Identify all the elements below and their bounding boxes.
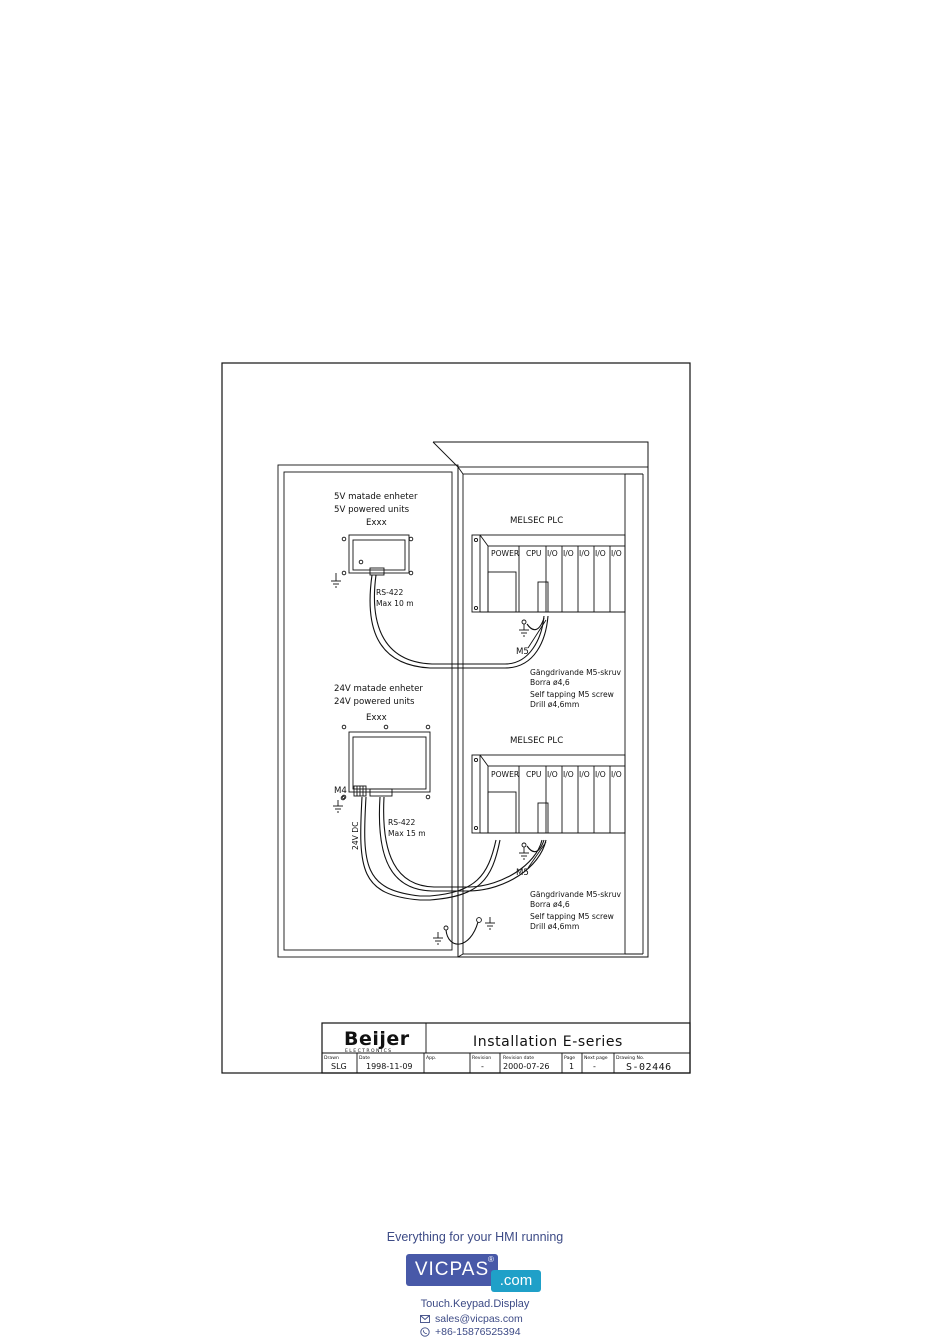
registered-mark: ®	[488, 1255, 494, 1264]
page-label: Page	[564, 1055, 575, 1061]
bottom-cable-label: RS-422	[388, 818, 415, 827]
bottom-plc-module-cpu: CPU	[526, 770, 541, 779]
bottom-heading-en: 24V powered units	[334, 697, 415, 707]
top-note-sv-1: Gängdrivande M5-skruv	[530, 668, 622, 677]
bottom-unit-label: Exxx	[366, 713, 387, 723]
top-note-sv-2: Borra ø4,6	[530, 678, 570, 687]
bottom-plc-title: MELSEC PLC	[510, 736, 563, 746]
bottom-note-en-2: Drill ø4,6mm	[530, 922, 579, 931]
footer-subtitle: Touch.Keypad.Display	[420, 1298, 530, 1310]
bottom-section: 24V matade enheter 24V powered units Exx…	[333, 684, 626, 945]
door-earth-strap-icon	[433, 917, 495, 945]
bottom-plc-module-io-2: I/O	[563, 770, 574, 779]
bottom-hmi-unit	[341, 724, 431, 800]
top-plc-module-io-4: I/O	[595, 549, 606, 558]
top-cable-length: Max 10 m	[376, 599, 414, 608]
vicpas-logo[interactable]: VICPAS ® .com	[406, 1254, 542, 1296]
cabinet-door	[277, 464, 459, 958]
drawing-no-value: S-02446	[626, 1062, 672, 1073]
bottom-power-cable	[360, 796, 501, 901]
top-plc-rack: POWER CPU I/O I/O I/O I/O I/O	[471, 534, 626, 613]
top-heading-sv: 5V matade enheter	[334, 492, 418, 502]
top-plc-module-cpu: CPU	[526, 549, 541, 558]
top-m5-ground-icon	[519, 617, 545, 637]
cabinet-body	[432, 441, 649, 958]
top-plc-module-io-3: I/O	[579, 549, 590, 558]
beijer-logo: Beijer	[344, 1028, 410, 1050]
top-rs422-cable	[369, 574, 549, 669]
phone-text: +86-15876525394	[435, 1326, 521, 1338]
top-heading-en: 5V powered units	[334, 505, 410, 515]
sheet-frame	[221, 362, 691, 1074]
top-screw-label: M5	[516, 647, 529, 657]
top-plc-module-io-2: I/O	[563, 549, 574, 558]
bottom-plc-module-io-3: I/O	[579, 770, 590, 779]
email-contact[interactable]: sales@vicpas.com	[420, 1313, 523, 1325]
drawn-label: Drawn	[324, 1055, 339, 1061]
date-label: Date	[359, 1055, 370, 1061]
bottom-plc-module-io-5: I/O	[611, 770, 622, 779]
bottom-ground-icon	[333, 795, 346, 813]
bottom-note-en-1: Self tapping M5 screw	[530, 912, 614, 921]
top-unit-label: Exxx	[366, 518, 387, 528]
top-note-en-2: Drill ø4,6mm	[530, 700, 579, 709]
revision-label: Revision	[472, 1055, 491, 1061]
bottom-plc-module-io-1: I/O	[547, 770, 558, 779]
app-label: App.	[426, 1055, 436, 1061]
bottom-note-sv-1: Gängdrivande M5-skruv	[530, 890, 622, 899]
drawing-no-label: Drawing No.	[616, 1055, 644, 1061]
bottom-supply-label: 24V DC	[351, 822, 360, 850]
revision-value: -	[481, 1062, 484, 1071]
drawing-title: Installation E-series	[473, 1034, 623, 1050]
next-page-value: -	[593, 1062, 596, 1071]
whatsapp-icon	[420, 1327, 430, 1337]
top-cable-label: RS-422	[376, 588, 403, 597]
revision-date-value: 2000-07-26	[503, 1062, 550, 1071]
phone-contact[interactable]: +86-15876525394	[420, 1326, 521, 1338]
page-value: 1	[569, 1062, 574, 1071]
top-hmi-unit	[341, 534, 414, 576]
bottom-rs422-cable	[378, 796, 547, 892]
bottom-screw-label: M5	[516, 868, 529, 878]
title-block: Beijer ELECTRONICS Installation E-series…	[321, 1022, 691, 1074]
email-text: sales@vicpas.com	[435, 1313, 523, 1325]
date-value: 1998-11-09	[366, 1062, 413, 1071]
bottom-note-sv-2: Borra ø4,6	[530, 900, 570, 909]
bottom-plc-rack: POWER CPU I/O I/O I/O I/O I/O	[471, 754, 626, 834]
top-plc-title: MELSEC PLC	[510, 516, 563, 526]
envelope-icon	[420, 1315, 430, 1323]
revision-date-label: Revision date	[503, 1055, 534, 1061]
bottom-heading-sv: 24V matade enheter	[334, 684, 423, 694]
bottom-ground-screw-label: M4	[334, 786, 347, 796]
top-section: 5V matade enheter 5V powered units Exxx …	[331, 492, 626, 709]
drawn-value: SLG	[331, 1062, 347, 1071]
bottom-m5-ground-icon	[519, 839, 545, 860]
top-plc-module-io-1: I/O	[547, 549, 558, 558]
bottom-plc-module-io-4: I/O	[595, 770, 606, 779]
vicpas-logo-com: .com	[491, 1270, 541, 1292]
top-note-en-1: Self tapping M5 screw	[530, 690, 614, 699]
next-page-label: Next page	[584, 1055, 608, 1061]
top-plc-module-power: POWER	[491, 549, 520, 558]
top-plc-module-io-5: I/O	[611, 549, 622, 558]
top-ground-icon	[331, 573, 341, 588]
vicpas-logo-main: VICPAS	[406, 1254, 498, 1286]
bottom-cable-length: Max 15 m	[388, 829, 426, 838]
footer-tagline: Everything for your HMI running	[386, 1230, 564, 1244]
beijer-logo-sub: ELECTRONICS	[345, 1048, 393, 1054]
bottom-plc-module-power: POWER	[491, 770, 520, 779]
